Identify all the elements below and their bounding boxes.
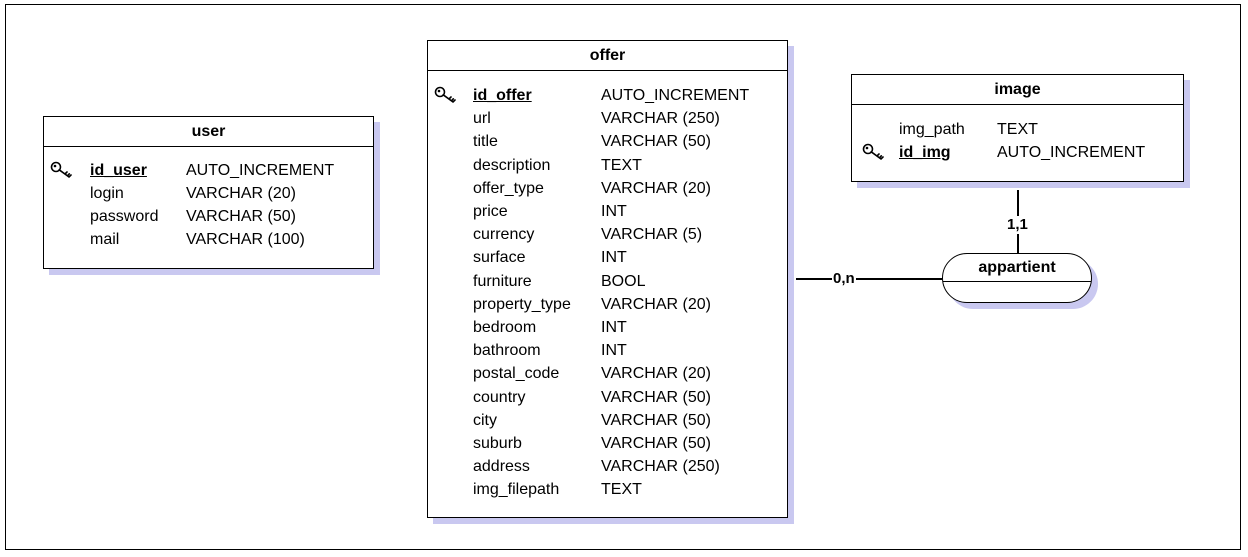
attribute-type: AUTO_INCREMENT: [186, 162, 335, 179]
attribute-row: price INT: [428, 200, 787, 223]
attribute-type: AUTO_INCREMENT: [997, 144, 1146, 161]
key-icon: [434, 86, 456, 104]
attribute-row: bathroom INT: [428, 339, 787, 362]
attribute-type: VARCHAR (50): [601, 411, 711, 429]
offer-cardinality-label: 0,n: [832, 270, 856, 288]
attribute-type: INT: [601, 319, 627, 336]
offer-relation-connector: [796, 278, 942, 280]
attribute-name: password: [90, 208, 159, 225]
attribute-type: VARCHAR (20): [186, 185, 296, 202]
attribute-type: VARCHAR (50): [601, 133, 711, 151]
attribute-row: mail VARCHAR (100): [44, 228, 373, 251]
primary-key-name: id_img: [899, 144, 951, 161]
diagram-frame: [5, 4, 1241, 550]
attribute-row: postal_code VARCHAR (20): [428, 362, 787, 385]
attribute-row: address VARCHAR (250): [428, 455, 787, 478]
attribute-type: BOOL: [601, 272, 646, 290]
attribute-row: suburb VARCHAR (50): [428, 432, 787, 455]
attribute-name: img_filepath: [473, 481, 560, 499]
attribute-row: property_type VARCHAR (20): [428, 293, 787, 316]
primary-key-name: id_user: [90, 162, 147, 179]
attribute-name: city: [473, 411, 497, 429]
attribute-type: VARCHAR (50): [601, 435, 711, 452]
attribute-type: INT: [601, 249, 627, 267]
attribute-type: AUTO_INCREMENT: [601, 87, 750, 104]
attribute-row: title VARCHAR (50): [428, 130, 787, 153]
attribute-row: currency VARCHAR (5): [428, 223, 787, 246]
attribute-row: url VARCHAR (250): [428, 107, 787, 130]
attribute-name: description: [473, 156, 551, 174]
attribute-row: id_user AUTO_INCREMENT: [44, 159, 373, 182]
entity-title: image: [852, 75, 1183, 105]
attribute-type: VARCHAR (20): [601, 365, 711, 383]
attribute-name: title: [473, 133, 498, 151]
attribute-type: TEXT: [601, 481, 642, 499]
key-icon: [50, 161, 72, 179]
attribute-type: VARCHAR (20): [601, 179, 711, 197]
attribute-type: VARCHAR (250): [601, 110, 720, 128]
attribute-row: description TEXT: [428, 154, 787, 177]
attribute-name: offer_type: [473, 179, 544, 197]
attribute-name: mail: [90, 231, 120, 248]
attribute-type: INT: [601, 342, 627, 360]
attribute-name: bedroom: [473, 319, 537, 336]
attribute-row: bedroom INT: [428, 316, 787, 339]
attribute-name: currency: [473, 226, 535, 244]
attribute-row: city VARCHAR (50): [428, 409, 787, 432]
attribute-row: id_img AUTO_INCREMENT: [852, 141, 1183, 164]
key-icon: [862, 143, 884, 161]
attribute-type: VARCHAR (5): [601, 226, 703, 244]
attribute-name: furniture: [473, 272, 532, 290]
primary-key-name: id_offer: [473, 87, 532, 104]
attribute-row: furniture BOOL: [428, 270, 787, 293]
attribute-name: postal_code: [473, 365, 560, 383]
attribute-type: VARCHAR (50): [186, 208, 296, 225]
attribute-name: img_path: [899, 121, 965, 138]
attribute-name: surface: [473, 249, 526, 267]
attribute-row: password VARCHAR (50): [44, 205, 373, 228]
attribute-name: login: [90, 185, 124, 202]
attribute-row: id_offer AUTO_INCREMENT: [428, 84, 787, 107]
attribute-row: img_path TEXT: [852, 118, 1183, 141]
attribute-name: address: [473, 458, 530, 476]
attribute-type: VARCHAR (20): [601, 295, 711, 313]
relation-title: appartient: [943, 254, 1091, 282]
entity-title: user: [44, 117, 373, 147]
attribute-row: login VARCHAR (20): [44, 182, 373, 205]
attribute-row: country VARCHAR (50): [428, 386, 787, 409]
attribute-type: TEXT: [601, 156, 642, 174]
attribute-row: surface INT: [428, 246, 787, 269]
attribute-name: property_type: [473, 295, 571, 313]
attribute-type: TEXT: [997, 121, 1038, 138]
attribute-type: VARCHAR (250): [601, 458, 720, 476]
attribute-name: price: [473, 203, 508, 220]
entity-title: offer: [428, 41, 787, 71]
attribute-name: url: [473, 110, 491, 128]
attribute-type: VARCHAR (50): [601, 388, 711, 406]
attribute-name: suburb: [473, 435, 522, 452]
attribute-row: offer_type VARCHAR (20): [428, 177, 787, 200]
attribute-row: img_filepath TEXT: [428, 478, 787, 501]
attribute-type: INT: [601, 203, 627, 220]
relation-appartient: appartient: [942, 253, 1092, 303]
entity-image: image img_path TEXT id_img AUTO_INCREMENT: [851, 74, 1184, 182]
attribute-type: VARCHAR (100): [186, 231, 305, 248]
attribute-name: country: [473, 388, 526, 406]
image-cardinality-label: 1,1: [1006, 216, 1029, 234]
attribute-name: bathroom: [473, 342, 541, 360]
